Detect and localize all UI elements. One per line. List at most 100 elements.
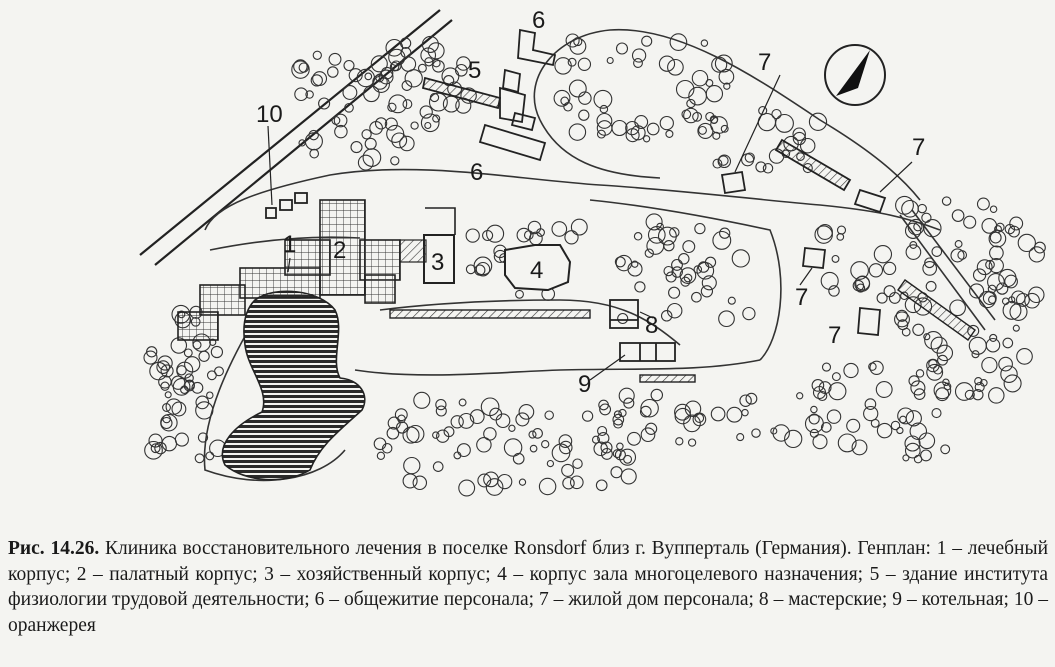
tree <box>343 59 355 72</box>
tree <box>726 406 743 423</box>
tree <box>458 398 467 407</box>
tree <box>913 222 923 232</box>
tree <box>717 154 732 169</box>
tree <box>640 427 656 443</box>
tree <box>561 463 575 477</box>
building-9-boiler-house <box>619 342 676 362</box>
tree <box>384 117 398 131</box>
tree <box>744 152 755 163</box>
tree <box>160 416 173 430</box>
tree <box>895 309 908 322</box>
tree <box>412 475 428 491</box>
tree <box>896 426 904 435</box>
tree <box>998 268 1017 288</box>
tree <box>925 280 937 292</box>
tree <box>630 125 646 141</box>
tree <box>450 415 464 429</box>
tree <box>727 296 736 305</box>
tree <box>821 362 832 372</box>
tree <box>640 398 659 418</box>
tree <box>387 102 397 112</box>
tree <box>924 257 935 269</box>
tree <box>195 401 214 420</box>
tree <box>205 451 215 461</box>
tree <box>381 443 393 454</box>
tree <box>686 98 696 109</box>
tree <box>183 348 193 358</box>
tree <box>577 57 592 71</box>
tree <box>665 129 674 138</box>
tree <box>723 82 731 90</box>
tree <box>820 271 839 290</box>
tree <box>910 380 926 396</box>
tree <box>546 459 555 468</box>
building-8-workshops <box>609 299 639 329</box>
tree <box>963 215 977 229</box>
tree <box>298 139 306 147</box>
tree <box>700 39 709 47</box>
tree <box>578 91 592 105</box>
tree <box>160 381 170 391</box>
tree <box>873 245 893 264</box>
tree <box>390 156 400 166</box>
tree <box>976 197 990 211</box>
north-arrow-icon <box>824 44 886 106</box>
tree <box>435 398 447 411</box>
label-building-7-east: 7 <box>912 134 925 161</box>
tree <box>627 431 641 446</box>
tree <box>988 257 1004 274</box>
tree <box>809 428 819 438</box>
tree <box>917 203 927 214</box>
tree <box>972 389 984 401</box>
tree <box>718 155 729 166</box>
tree <box>922 261 938 276</box>
tree <box>298 62 309 73</box>
tree <box>718 310 735 328</box>
tree <box>388 94 408 114</box>
tree <box>923 219 942 238</box>
tree <box>171 401 187 417</box>
tree <box>523 230 534 240</box>
tree <box>989 231 1002 244</box>
tree <box>374 117 388 130</box>
label-building-1: 1 <box>283 231 296 258</box>
tree <box>739 394 752 407</box>
tree <box>799 137 816 154</box>
tree <box>634 281 646 293</box>
tree <box>394 408 408 422</box>
tree <box>495 413 511 429</box>
tree <box>399 37 412 49</box>
tree <box>646 236 665 255</box>
tree <box>924 331 943 350</box>
label-building-5: 5 <box>468 57 481 84</box>
tree <box>674 407 692 425</box>
tree <box>804 414 824 434</box>
tree <box>771 108 782 120</box>
tree <box>581 410 594 422</box>
tree <box>989 205 998 213</box>
tree <box>851 439 868 456</box>
tree <box>421 35 439 53</box>
tree <box>712 158 723 169</box>
tree <box>930 336 948 354</box>
figure-caption-text: Клиника восстановительного лечения в пос… <box>8 538 1049 636</box>
tree <box>634 115 649 129</box>
tree <box>989 245 1004 261</box>
tree <box>895 195 914 215</box>
tree <box>305 90 314 99</box>
tree <box>477 473 492 488</box>
tree <box>897 407 915 425</box>
tree <box>683 107 699 124</box>
tree <box>344 102 354 113</box>
tree <box>720 124 729 133</box>
building-1-treatment <box>177 239 331 341</box>
tree <box>814 225 833 244</box>
tree <box>312 71 328 87</box>
tree <box>144 440 163 460</box>
tree <box>143 350 158 365</box>
tree <box>811 379 825 392</box>
tree <box>897 319 909 331</box>
tree <box>667 58 684 76</box>
tree <box>618 408 627 418</box>
tree <box>304 132 323 151</box>
